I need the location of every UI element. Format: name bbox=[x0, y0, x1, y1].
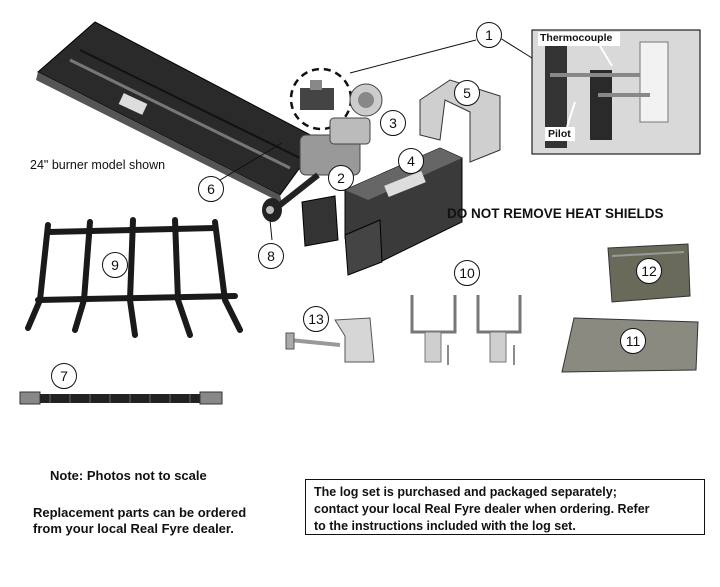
log-set-line2: contact your local Real Fyre dealer when… bbox=[314, 502, 650, 516]
replacement-note-line1: Replacement parts can be ordered bbox=[33, 505, 247, 520]
pilot-assembly bbox=[300, 80, 334, 110]
replacement-note-line2: from your local Real Fyre dealer. bbox=[33, 521, 234, 536]
control-knob bbox=[262, 172, 320, 222]
callout-5: 5 bbox=[454, 80, 480, 106]
heat-shield-warning: DO NOT REMOVE HEAT SHIELDS bbox=[447, 206, 664, 221]
callout-4: 4 bbox=[398, 148, 424, 174]
callout-7: 7 bbox=[51, 363, 77, 389]
log-set-line3: to the instructions included with the lo… bbox=[314, 519, 576, 533]
log-set-note-box: The log set is purchased and packaged se… bbox=[305, 479, 705, 535]
inset-pilot-label: Pilot bbox=[548, 128, 571, 140]
leader-lines bbox=[214, 37, 533, 241]
burner-model-label: 24" burner model shown bbox=[30, 158, 166, 172]
callout-6: 6 bbox=[198, 176, 224, 202]
burner-pan bbox=[36, 21, 321, 203]
photos-scale-note: Note: Photos not to scale bbox=[50, 468, 207, 483]
log-set-line1: The log set is purchased and packaged se… bbox=[314, 485, 617, 499]
fireplace-grate bbox=[25, 217, 243, 338]
callout-13: 13 bbox=[303, 306, 329, 332]
inset-thermocouple-label: Thermocouple bbox=[540, 32, 613, 44]
bolt-bracket bbox=[285, 317, 375, 363]
log-brackets bbox=[410, 295, 522, 365]
inset-photo bbox=[531, 29, 701, 155]
callout-11: 11 bbox=[620, 328, 646, 354]
callout-2: 2 bbox=[328, 165, 354, 191]
callout-9: 9 bbox=[102, 252, 128, 278]
flex-gas-line bbox=[19, 391, 223, 405]
callout-8: 8 bbox=[258, 243, 284, 269]
callout-1: 1 bbox=[476, 22, 502, 48]
callout-12: 12 bbox=[636, 258, 662, 284]
callout-3: 3 bbox=[380, 110, 406, 136]
callout-10: 10 bbox=[454, 260, 480, 286]
heat-shield-plate bbox=[301, 195, 383, 276]
